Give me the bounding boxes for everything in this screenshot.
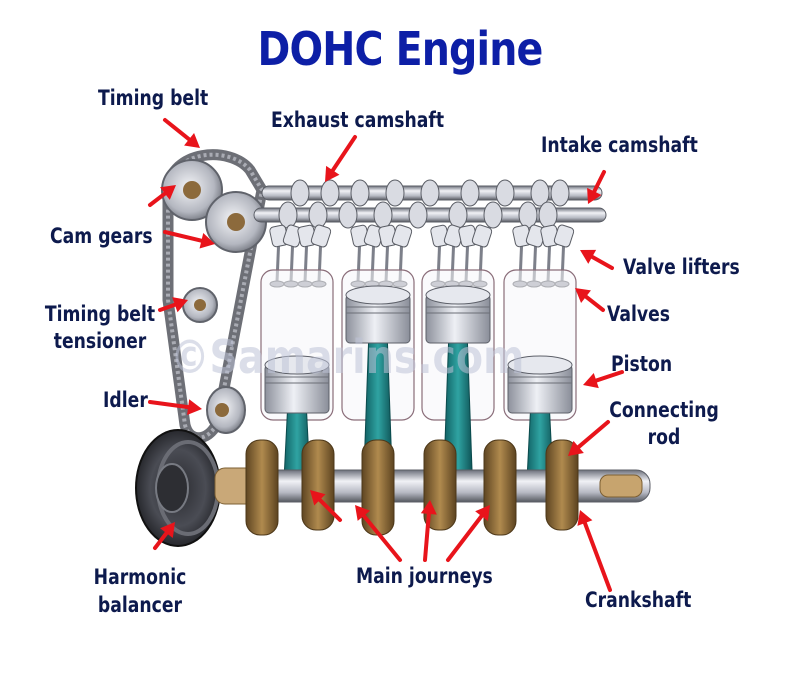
crank-web [246,440,278,535]
tensioner-pulley [183,288,217,322]
arrow-shaft [165,120,189,139]
piston-crown [346,286,410,304]
label-cam-gears: Cam gears [50,224,153,249]
intake-cam-lobe [339,202,357,228]
label-harmonic-balancer-2: balancer [74,593,205,618]
label-valve-lifters: Valve lifters [623,255,740,280]
label-connecting-rod-1: Connecting [598,398,729,423]
crank-web [484,440,516,535]
exhaust-cam-lobe [461,180,479,206]
intake-cam-lobe [309,202,327,228]
label-main-journeys: Main journeys [356,564,493,589]
exhaust-cam-lobe [496,180,514,206]
exhaust-cam-lobe [421,180,439,206]
exhaust-cam-lobe [351,180,369,206]
arrow-shaft [592,257,612,268]
label-connecting-rod-2: rod [598,425,729,450]
intake-cam-lobe [539,202,557,228]
label-piston: Piston [611,352,672,377]
exhaust-cam-lobe [321,180,339,206]
watermark: ©Samarins.com [170,330,524,384]
label-timing-belt-tensioner-1: Timing belt [34,302,165,327]
label-harmonic-balancer-1: Harmonic [74,565,205,590]
intake-cam-lobe [374,202,392,228]
diagram-title: DOHC Engine [56,22,744,76]
label-crankshaft: Crankshaft [585,588,691,613]
label-idler: Idler [103,388,148,413]
idler-pulley [207,387,245,433]
arrow-shaft [586,297,603,310]
crank-web [302,440,334,530]
arrow-head [187,399,202,415]
label-exhaust-camshaft: Exhaust camshaft [271,108,444,133]
exhaust-cam-lobe [551,180,569,206]
arrow-shaft [333,137,355,170]
label-timing-belt: Timing belt [98,86,208,111]
intake-cam-lobe [519,202,537,228]
intake-cam-lobe [449,202,467,228]
exhaust-cam-lobe [386,180,404,206]
harmonic-balancer [136,430,220,546]
piston-crown [426,286,490,304]
label-intake-camshaft: Intake camshaft [541,133,698,158]
intake-cam-lobe [409,202,427,228]
intake-cam-lobe [484,202,502,228]
arrow-shaft [585,523,610,590]
label-valves: Valves [607,302,670,327]
exhaust-cam-lobe [291,180,309,206]
intake-cam-lobe [279,202,297,228]
label-timing-belt-tensioner-2: tensioner [34,329,165,354]
